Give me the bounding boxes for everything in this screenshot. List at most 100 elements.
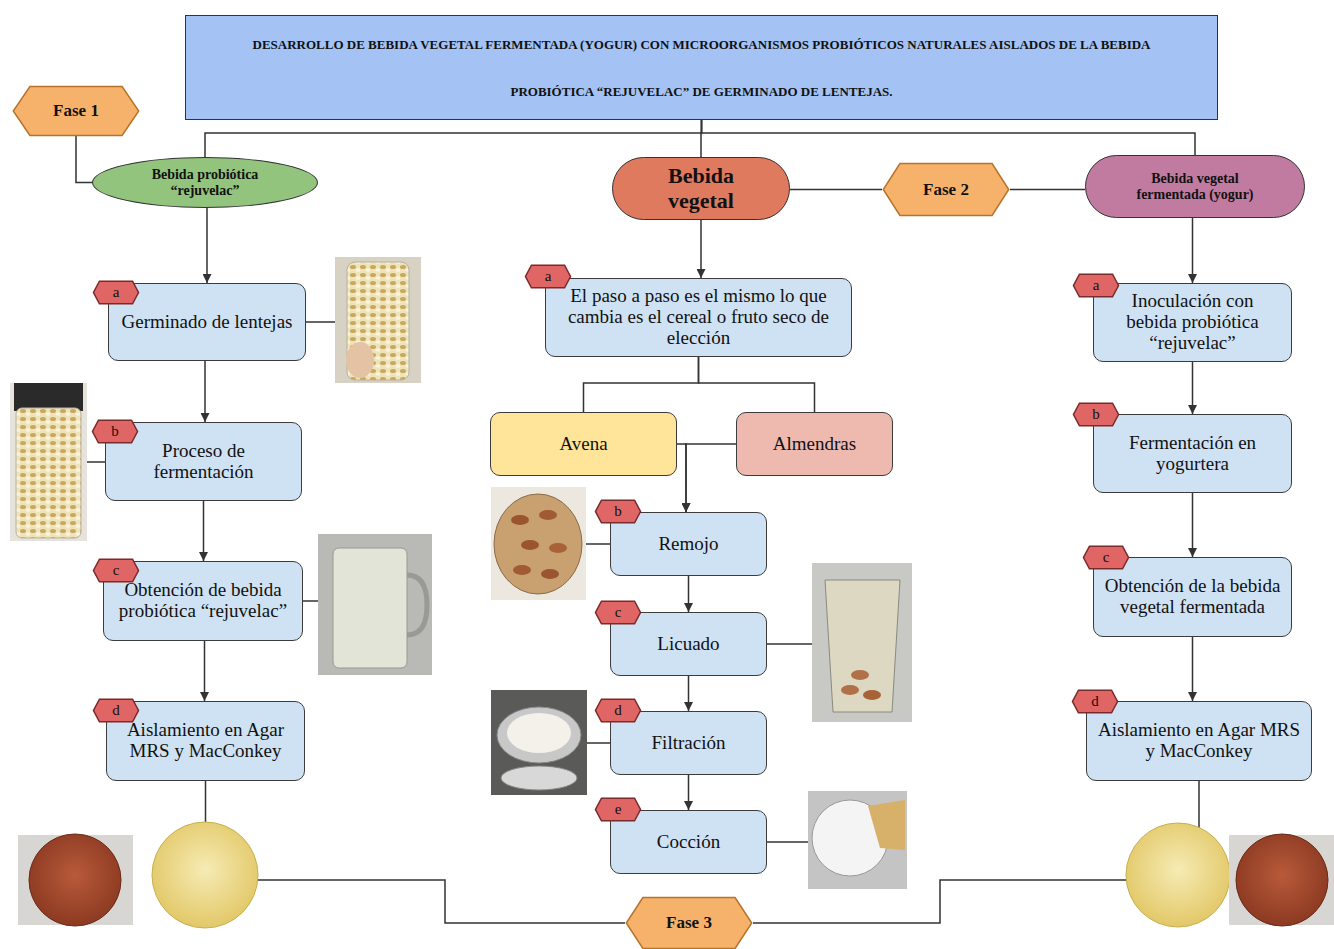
connector	[204, 361, 206, 422]
phase-hexagon: Fase 1	[12, 86, 140, 136]
step-letter: c	[1103, 550, 1110, 565]
connector	[206, 781, 626, 923]
hexagon-shape	[595, 798, 640, 821]
step-tag: c	[1083, 546, 1129, 569]
connector	[688, 676, 690, 711]
process-box: Inoculación con bebida probiótica “rejuv…	[1093, 283, 1292, 362]
node-text: Obtención de bebida probiótica “rejuvela…	[114, 580, 292, 622]
step-tag: b	[92, 420, 138, 443]
step-letter: a	[545, 269, 552, 284]
connector	[1192, 362, 1194, 414]
step-letter: e	[615, 802, 622, 817]
node-text: Proceso de fermentación	[116, 441, 291, 483]
phase-hexagon: Fase 2	[882, 163, 1010, 216]
step-letter: c	[113, 563, 120, 578]
node-text: Inoculación con bebida probiótica “rejuv…	[1104, 291, 1281, 354]
macconkey-plate-photo	[1229, 834, 1334, 926]
hexagon-shape	[883, 164, 1008, 216]
connector	[1192, 218, 1194, 283]
connector	[206, 208, 208, 283]
node-text: Almendras	[773, 434, 856, 455]
step-tag: e	[595, 798, 641, 821]
step-tag: a	[93, 281, 139, 304]
hexagon-shape	[595, 699, 640, 722]
node-text: Avena	[559, 434, 607, 455]
node-text: Cocción	[657, 832, 720, 853]
macconkey-plate-photo	[18, 834, 133, 926]
connector	[1192, 637, 1194, 701]
connector	[205, 120, 702, 157]
connector	[790, 189, 882, 191]
connector	[584, 357, 699, 412]
node-text: Obtención de la bebida vegetal fermentad…	[1104, 576, 1281, 618]
hexagon-shape	[525, 265, 570, 288]
connector	[702, 120, 1196, 155]
step-tag: b	[1073, 403, 1119, 426]
node-text: Fase 2	[923, 181, 969, 199]
step-letter: d	[1091, 694, 1099, 709]
hexagon-shape	[1083, 546, 1128, 569]
node-text: Fase 1	[53, 102, 99, 120]
title-box: DESARROLLO DE BEBIDA VEGETAL FERMENTADA …	[185, 15, 1218, 120]
connector	[699, 357, 815, 412]
hexagon-shape	[595, 500, 640, 523]
node-text: El paso a paso es el mismo lo que cambia…	[556, 286, 841, 349]
connector	[204, 641, 206, 701]
section-pill: Bebida vegetal fermentada (yogur)	[1085, 155, 1305, 218]
step-letter: a	[113, 285, 120, 300]
blender-photo	[812, 563, 912, 722]
cooking-pot-photo	[808, 791, 907, 889]
connector	[700, 220, 702, 278]
connector	[677, 444, 686, 512]
hexagon-shape	[626, 898, 751, 949]
node-text: Bebida vegetal	[646, 164, 756, 212]
leader-lines	[87, 322, 812, 842]
hexagon-shape	[93, 281, 138, 304]
connector	[1192, 493, 1194, 557]
sieve-photo	[491, 690, 587, 795]
step-tag: d	[595, 699, 641, 722]
process-box: Fermentación en yogurtera	[1093, 414, 1292, 493]
section-ellipse: Bebida probiótica “rejuvelac”	[92, 157, 318, 208]
node-text: Remojo	[658, 534, 718, 555]
step-letter: b	[1092, 407, 1100, 422]
step-tag: b	[595, 500, 641, 523]
phase-hexagon: Fase 3	[625, 897, 753, 949]
ingredient-box: Almendras	[736, 412, 893, 476]
node-text: Filtración	[652, 733, 726, 754]
connector	[688, 576, 690, 612]
almonds-bowl-photo	[491, 487, 586, 600]
node-text: Fermentación en yogurtera	[1104, 433, 1281, 475]
hexagon-shape	[1073, 403, 1118, 426]
step-tag: d	[1072, 690, 1118, 713]
hexagon-shape	[595, 601, 640, 624]
rejuvelac-cup-photo	[318, 534, 432, 675]
step-tag: c	[93, 559, 139, 582]
process-box: Aislamiento en Agar MRS y MacConkey	[1086, 701, 1312, 781]
step-letter: b	[111, 424, 119, 439]
mrs-plate-photo	[1126, 823, 1230, 927]
hexagon-shape	[93, 559, 138, 582]
node-text: DESARROLLO DE BEBIDA VEGETAL FERMENTADA …	[237, 21, 1167, 115]
node-text: Aislamiento en Agar MRS y MacConkey	[117, 720, 294, 762]
hexagon-shape	[1072, 690, 1117, 713]
hexagon-shape	[13, 87, 138, 136]
fermenting-jar-photo	[10, 383, 87, 541]
process-box: El paso a paso es el mismo lo que cambia…	[545, 278, 852, 357]
mrs-plate-photo	[152, 822, 258, 928]
step-letter: a	[1093, 278, 1100, 293]
hexagon-shape	[93, 699, 138, 722]
step-letter: c	[615, 605, 622, 620]
step-letter: d	[112, 703, 120, 718]
step-tag: a	[1073, 274, 1119, 297]
ingredient-box: Avena	[490, 412, 677, 476]
step-letter: b	[614, 504, 622, 519]
connector	[686, 444, 736, 512]
node-text: Fase 3	[666, 914, 712, 932]
step-tag: c	[595, 601, 641, 624]
connector	[203, 501, 205, 561]
hexagon-shape	[1073, 274, 1118, 297]
sprout-jar-photo	[335, 257, 421, 383]
section-pill: Bebida vegetal	[612, 157, 790, 220]
